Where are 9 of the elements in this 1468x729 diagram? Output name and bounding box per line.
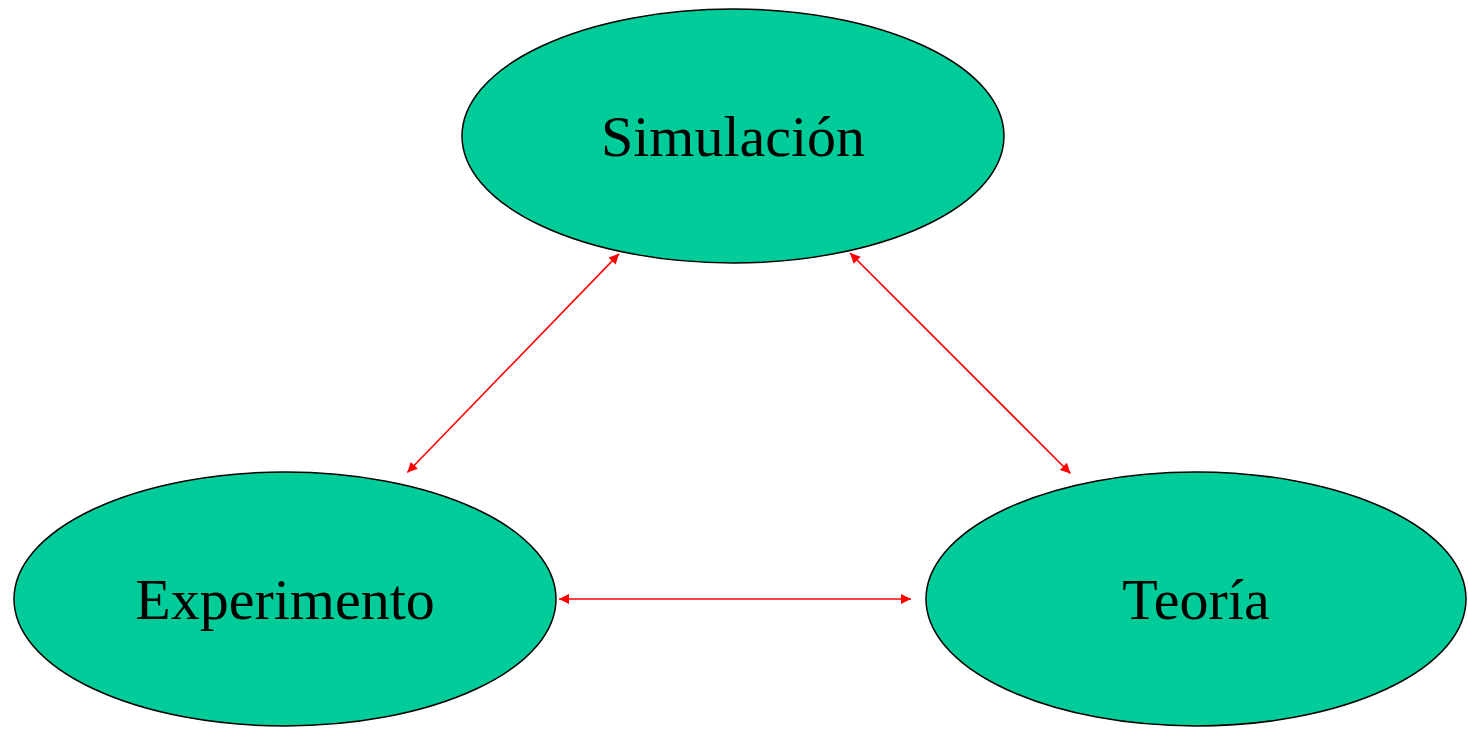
node-label: Experimento — [135, 565, 435, 633]
double-arrow — [406, 253, 620, 474]
double-arrow — [849, 252, 1072, 475]
ellipse-node — [925, 471, 1467, 727]
double-arrow — [558, 594, 912, 604]
ellipse-node — [13, 471, 557, 727]
node-label: Simulación — [600, 102, 866, 170]
node-label: Teoría — [1122, 565, 1270, 633]
ellipse-node — [461, 8, 1005, 264]
